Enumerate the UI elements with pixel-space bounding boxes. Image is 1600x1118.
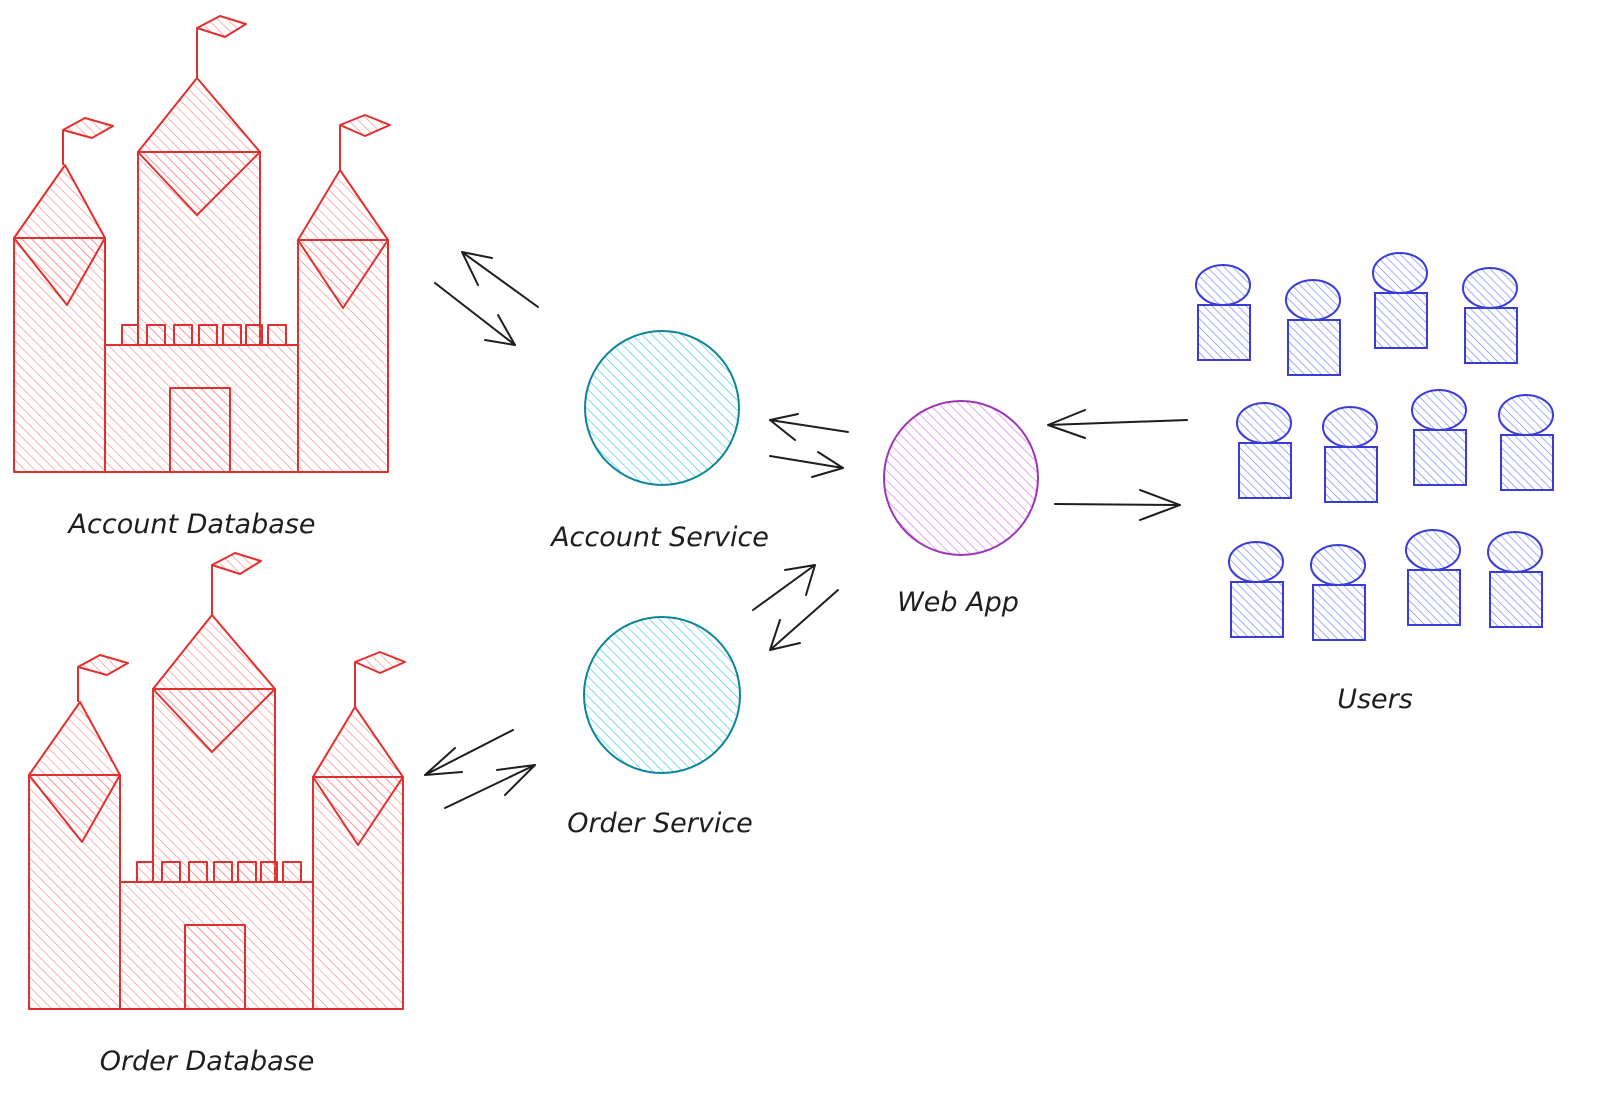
person-icon [1236, 402, 1292, 499]
arrow-order-service-to-order-database [424, 729, 536, 809]
person-icon [1462, 267, 1518, 364]
arrow-webapp-to-order-service [752, 564, 839, 651]
person-icon [1285, 279, 1341, 376]
arrow-account-service-to-account-database [434, 251, 539, 346]
users-group[interactable]: Users [1195, 252, 1554, 715]
arrow-webapp-to-users [1054, 489, 1181, 521]
person-icon [1405, 529, 1461, 626]
order-service[interactable]: Order Service [567, 616, 753, 839]
person-icon [1322, 406, 1378, 503]
account-database-label: Account Database [67, 509, 316, 540]
users-label: Users [1337, 684, 1413, 715]
order-service-label: Order Service [567, 808, 753, 839]
person-icon [1372, 252, 1428, 349]
person-icon [1310, 544, 1366, 641]
arrow-webapp-to-account-service [769, 413, 849, 478]
account-service-circle [584, 330, 740, 486]
castle-icon [28, 552, 406, 1010]
web-app-label: Web App [897, 587, 1019, 618]
order-service-circle [583, 616, 741, 774]
order-database-label: Order Database [100, 1046, 315, 1077]
person-icon [1228, 541, 1284, 638]
person-icon [1487, 531, 1543, 628]
account-database[interactable]: Account Database [13, 15, 391, 540]
person-icon [1498, 394, 1554, 491]
account-service-label: Account Service [549, 522, 769, 553]
web-app[interactable]: Web App [883, 400, 1039, 618]
person-icon [1411, 389, 1467, 486]
web-app-circle [883, 400, 1039, 556]
order-database[interactable]: Order Database [28, 552, 406, 1077]
account-service[interactable]: Account Service [549, 330, 769, 553]
person-icon [1195, 264, 1251, 361]
castle-icon [13, 15, 391, 473]
arrow-users-to-webapp [1047, 409, 1188, 439]
